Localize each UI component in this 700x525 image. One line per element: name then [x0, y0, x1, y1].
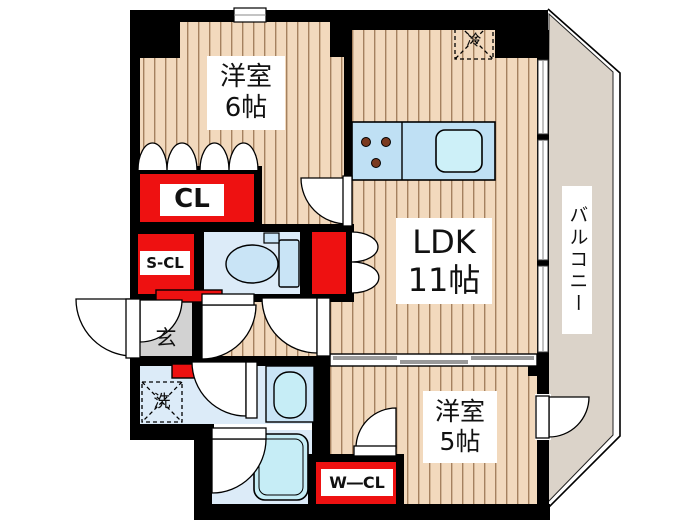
entrance-door-swing — [75, 298, 134, 357]
bifold-door — [137, 142, 198, 171]
bedroom6-size: 6帖 — [224, 93, 268, 123]
stove-burner — [371, 158, 381, 168]
entrance-door-swing-inner — [139, 299, 183, 343]
shoe-closet-label: S-CL — [140, 251, 190, 275]
washer-label: 洗 — [142, 391, 182, 413]
fridge-label: 冷 — [455, 29, 493, 51]
toilet-bowl — [225, 244, 279, 284]
wall-segment — [312, 356, 330, 460]
balcony-label: バルコニー — [562, 186, 592, 334]
entrance-label: 玄 — [150, 326, 182, 352]
door-leaf — [316, 297, 331, 357]
door-leaf — [211, 427, 267, 440]
sliding-door-panel — [333, 356, 397, 360]
kitchen-sink — [435, 129, 483, 173]
vanity — [265, 365, 315, 423]
toilet-room — [196, 224, 308, 302]
fridge-space-cross — [454, 20, 494, 60]
stove-burner — [361, 137, 371, 147]
washer-text: 洗 — [153, 391, 171, 412]
windows — [233, 7, 549, 353]
bedroom6-label: 洋室 6帖 — [207, 56, 285, 130]
vanity-basin — [273, 371, 307, 419]
door-leaf — [535, 395, 550, 439]
wall-segment — [192, 296, 202, 358]
sliding-door-panel — [471, 356, 534, 360]
appliance-boxes — [141, 20, 494, 423]
walkin-closet-label: W―CL — [321, 469, 393, 496]
kitchen-counter — [351, 121, 496, 181]
wall-segment — [194, 424, 212, 514]
bifold-door — [351, 231, 380, 294]
entrance-text: 玄 — [155, 326, 177, 351]
fridge-space-cross — [454, 20, 494, 60]
bedroom5-size: 5帖 — [439, 427, 481, 456]
walkin-closet-text: W―CL — [329, 472, 385, 492]
sliding-door-panel — [400, 360, 468, 364]
washer-space-cross — [141, 381, 183, 423]
door-swing — [548, 396, 590, 438]
ldk-name: LDK — [412, 222, 476, 261]
door-leaf — [353, 445, 397, 457]
door-leaf — [342, 175, 353, 227]
balcony-name: バルコニー — [566, 205, 589, 315]
bedroom6-name: 洋室 — [219, 61, 272, 92]
balcony-railing — [545, 8, 621, 511]
door-swing — [211, 438, 267, 494]
entrance-door-leaf — [125, 298, 141, 359]
doors — [75, 142, 590, 494]
closet-label: CL — [160, 184, 224, 216]
hall-closet-body — [312, 232, 346, 294]
fridge-text: 冷 — [466, 31, 482, 49]
closet-text: CL — [174, 184, 210, 215]
toilet-cistern — [263, 232, 280, 244]
ldk-floor — [348, 14, 540, 362]
hall-closet — [304, 224, 354, 302]
toilet-tank — [278, 239, 300, 288]
door-swing — [355, 407, 397, 449]
bifold-door — [199, 142, 259, 171]
wall-segment — [130, 356, 330, 366]
door-swing — [201, 304, 257, 360]
sliding-door-partition — [329, 353, 538, 367]
door-swing — [191, 361, 247, 417]
door-leaf — [245, 361, 258, 419]
washer-space-box — [141, 381, 183, 423]
door-swing — [261, 297, 318, 354]
ldk-size: 11帖 — [407, 261, 481, 299]
stove-burner — [381, 137, 391, 147]
door-leaf — [201, 293, 255, 306]
fridge-space-box — [454, 20, 494, 60]
shoe-closet-text: S-CL — [146, 254, 184, 272]
bedroom5-name: 洋室 — [434, 397, 485, 426]
ldk-label: LDK 11帖 — [396, 218, 492, 304]
wall-segment — [344, 22, 352, 178]
wall-segment — [130, 424, 214, 440]
bedroom5-label: 洋室 5帖 — [423, 391, 497, 463]
